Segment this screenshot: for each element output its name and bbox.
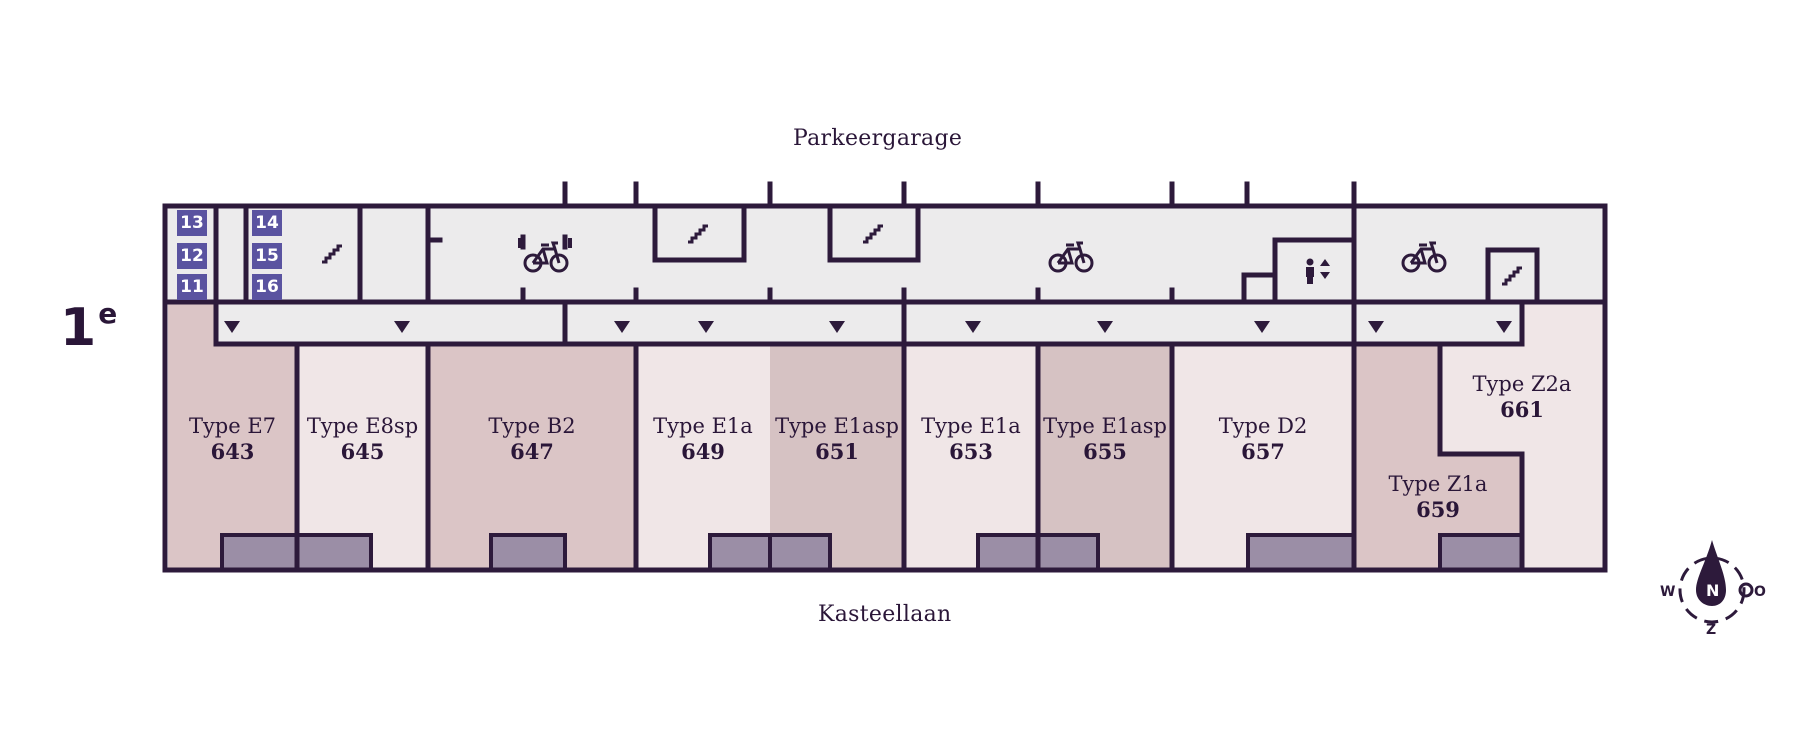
unit-649[interactable]: Type E1a 649 [636, 414, 770, 464]
unit-number: 659 [1416, 497, 1460, 523]
unit-number: 661 [1500, 397, 1544, 423]
unit-fill-647 [428, 344, 636, 570]
unit-type: Type E1asp [1043, 414, 1167, 438]
unit-type: Type Z2a [1472, 372, 1572, 396]
bicycle-icon [1401, 241, 1447, 273]
unit-647[interactable]: Type B2 647 [428, 414, 636, 464]
unit-651[interactable]: Type E1asp 651 [770, 414, 904, 464]
unit-type: Type B2 [488, 414, 576, 438]
unit-number: 647 [510, 439, 554, 465]
unit-655[interactable]: Type E1asp 655 [1038, 414, 1172, 464]
elevator-icon [1306, 258, 1330, 284]
unit-fill-645 [297, 344, 428, 570]
compass-letter-o: O [1754, 584, 1766, 600]
storage-unit-11[interactable]: 11 [177, 274, 207, 300]
unit-number: 655 [1083, 439, 1127, 465]
unit-number: 653 [949, 439, 993, 465]
unit-661[interactable]: Type Z2a 661 [1440, 372, 1604, 422]
unit-number: 649 [681, 439, 725, 465]
unit-643[interactable]: Type E7 643 [168, 414, 297, 464]
unit-fill-649 [636, 344, 770, 570]
stairs-icon [322, 224, 1522, 286]
entrance-arrow-icon [224, 321, 1512, 333]
unit-fill-659 [1354, 344, 1522, 570]
unit-type: Type D2 [1218, 414, 1308, 438]
unit-number: 657 [1241, 439, 1285, 465]
compass-letter-z: Z [1706, 622, 1716, 638]
floor-suffix: e [98, 297, 118, 330]
unit-number: 643 [210, 439, 255, 465]
unit-number: 645 [340, 439, 385, 465]
storage-unit-13[interactable]: 13 [177, 210, 207, 236]
compass-letter-n: N [1706, 581, 1719, 600]
unit-type: Type E8sp [306, 414, 419, 438]
bicycle-icon [523, 241, 569, 273]
unit-type: Type Z1a [1388, 472, 1488, 496]
unit-645[interactable]: Type E8sp 645 [297, 414, 428, 464]
unit-fill-655 [1038, 344, 1172, 570]
unit-fill-653 [904, 344, 1038, 570]
storage-unit-12[interactable]: 12 [177, 243, 207, 269]
floor-label: 1e [60, 297, 118, 355]
unit-fill-651 [770, 344, 904, 570]
unit-653[interactable]: Type E1a 653 [904, 414, 1038, 464]
floor-number: 1 [60, 298, 97, 358]
street-label-south: Kasteellaan [818, 602, 952, 627]
unit-fill-661 [1440, 302, 1604, 570]
unit-fill-657 [1172, 344, 1354, 570]
bicycle-icon [1048, 241, 1094, 273]
unit-fill-643 [168, 302, 297, 570]
unit-type: Type E1a [653, 414, 753, 438]
street-label-north: Parkeergarage [793, 126, 963, 151]
storage-unit-15[interactable]: 15 [252, 243, 282, 269]
storage-unit-14[interactable]: 14 [252, 210, 282, 236]
compass-letter-w: W [1660, 584, 1675, 600]
storage-unit-16[interactable]: 16 [252, 274, 282, 300]
unit-type: Type E1asp [775, 414, 899, 438]
unit-659[interactable]: Type Z1a 659 [1354, 472, 1522, 522]
unit-657[interactable]: Type D2 657 [1172, 414, 1354, 464]
unit-type: Type E1a [921, 414, 1021, 438]
unit-number: 651 [815, 439, 859, 465]
compass-letters: N O Z W [1660, 581, 1766, 638]
unit-type: Type E7 [188, 414, 277, 438]
compass-icon [1678, 540, 1754, 624]
